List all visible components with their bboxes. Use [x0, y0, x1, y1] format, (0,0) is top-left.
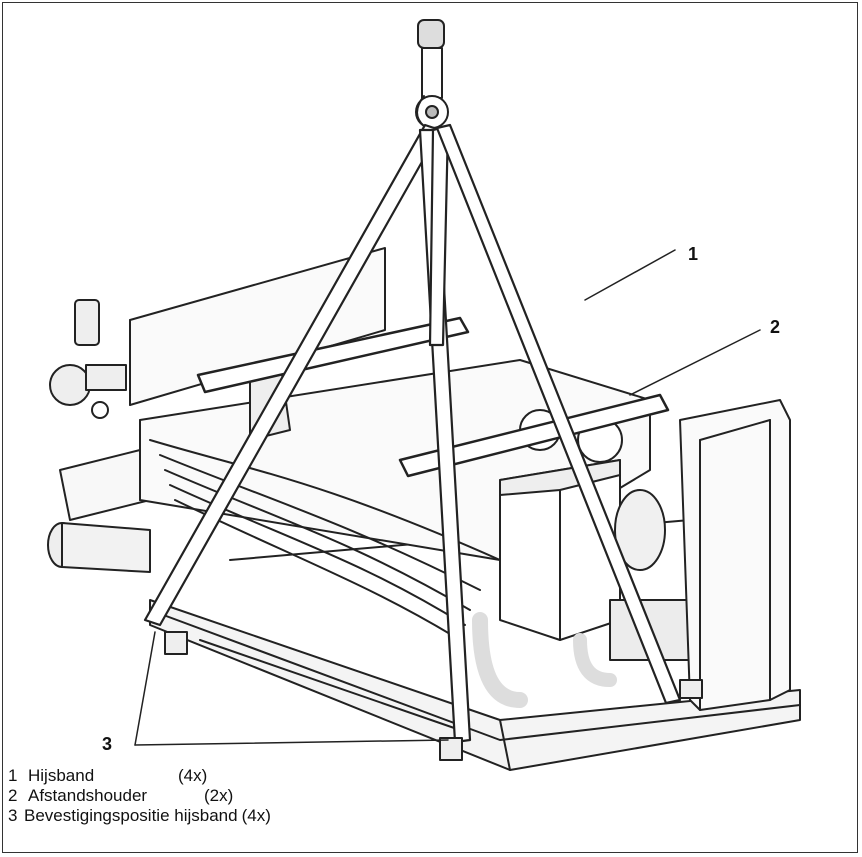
spreader-beam — [196, 316, 670, 478]
legend-label: Afstandshouder — [28, 786, 148, 805]
legend-number: 1 — [8, 766, 18, 785]
callout-3: 3 — [102, 734, 112, 754]
callout-1: 1 — [688, 244, 698, 264]
rear-panel — [129, 247, 386, 406]
callout-2: 2 — [770, 317, 780, 337]
fan-motor — [472, 409, 691, 708]
legend-quantity: (2x) — [204, 786, 234, 805]
legend-item: 3 Bevestigingspositie hijsband (4x) — [8, 806, 271, 826]
lower-pipe — [47, 522, 151, 573]
legend-item: 2 Afstandshouder (2x) — [8, 786, 271, 806]
legend-quantity: (4x) — [178, 766, 208, 785]
side-plate — [59, 449, 151, 521]
legend: 1 Hijsband (4x) 2 Afstandshouder (2x) 3 … — [8, 766, 271, 826]
legend-quantity: (4x) — [241, 806, 271, 825]
legend-item: 1 Hijsband (4x) — [8, 766, 271, 786]
legend-number: 3 — [8, 806, 18, 825]
legend-number: 2 — [8, 786, 18, 805]
legend-label: Bevestigingspositie hijsband — [24, 806, 238, 825]
frame-foot — [164, 631, 703, 761]
safety-valve — [49, 299, 127, 419]
crane-hook-icon — [415, 19, 449, 129]
leader-lines — [134, 249, 761, 746]
box-housing — [499, 459, 621, 641]
right-stand — [679, 399, 791, 711]
legend-label: Hijsband — [28, 766, 95, 785]
lifting-strap — [143, 123, 682, 744]
